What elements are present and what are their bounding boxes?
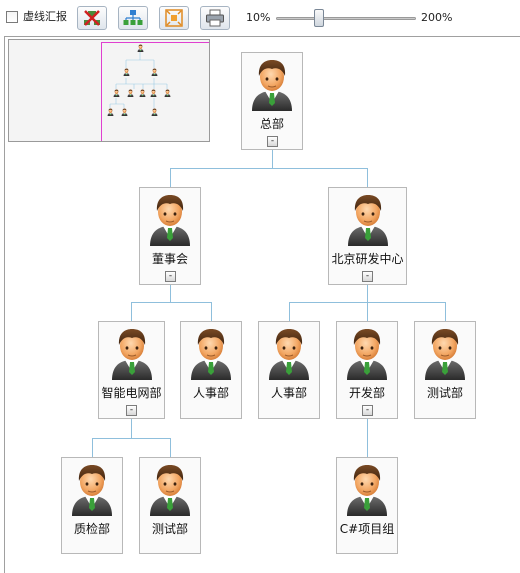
org-node-development[interactable]: 开发部 -: [336, 321, 398, 419]
node-label: C#项目组: [339, 522, 395, 536]
zoom-max-label: 200%: [421, 11, 453, 24]
node-label: 人事部: [270, 386, 307, 400]
node-label: 智能电网部: [101, 386, 162, 400]
dashed-report-label: 虚线汇报: [23, 10, 67, 23]
node-label: 质检部: [73, 522, 110, 536]
collapse-button[interactable]: -: [267, 136, 278, 147]
person-icon: [146, 192, 194, 246]
person-icon: [344, 192, 392, 246]
collapse-button[interactable]: -: [165, 271, 176, 282]
minimap-viewport[interactable]: [101, 42, 209, 141]
org-chart-icon: [123, 10, 143, 25]
zoom-slider-track[interactable]: [276, 17, 416, 20]
person-icon: [248, 57, 296, 111]
fit-screen-icon: [165, 9, 183, 27]
person-icon: [343, 462, 391, 516]
org-layout-button[interactable]: [118, 6, 148, 30]
org-node-testing-rnd[interactable]: 测试部: [414, 321, 476, 419]
node-label: 董事会: [151, 252, 188, 266]
chart-canvas[interactable]: [4, 36, 520, 573]
node-label: 人事部: [192, 386, 229, 400]
person-icon: [265, 326, 313, 380]
toolbar: 虚线汇报 10% 200%: [0, 0, 520, 36]
org-node-hr-rnd[interactable]: 人事部: [258, 321, 320, 419]
org-node-beijing-rnd[interactable]: 北京研发中心 -: [328, 187, 407, 285]
node-label: 北京研发中心: [331, 252, 404, 266]
delete-node-button[interactable]: [77, 6, 107, 30]
org-node-testing-grid[interactable]: 测试部: [139, 457, 201, 554]
person-icon: [187, 326, 235, 380]
org-node-quality-inspection[interactable]: 质检部: [61, 457, 123, 554]
node-label: 开发部: [348, 386, 385, 400]
zoom-min-label: 10%: [246, 11, 271, 24]
person-icon: [343, 326, 391, 380]
collapse-button[interactable]: -: [362, 271, 373, 282]
org-node-smart-grid[interactable]: 智能电网部 -: [98, 321, 165, 419]
print-button[interactable]: [200, 6, 230, 30]
node-label: 测试部: [151, 522, 188, 536]
org-node-headquarters[interactable]: 总部 -: [241, 52, 303, 150]
person-icon: [108, 326, 156, 380]
person-icon: [68, 462, 116, 516]
node-label: 测试部: [426, 386, 463, 400]
node-label: 总部: [259, 117, 284, 131]
org-node-board[interactable]: 董事会 -: [139, 187, 201, 285]
org-node-csharp-project[interactable]: C#项目组: [336, 457, 398, 554]
collapse-button[interactable]: -: [126, 405, 137, 416]
person-icon: [421, 326, 469, 380]
minimap[interactable]: [8, 39, 210, 142]
person-icon: [146, 462, 194, 516]
org-node-hr-board[interactable]: 人事部: [180, 321, 242, 419]
zoom-slider-thumb[interactable]: [314, 9, 325, 27]
fit-to-screen-button[interactable]: [159, 6, 189, 30]
collapse-button[interactable]: -: [362, 405, 373, 416]
minimap-preview: [107, 44, 171, 116]
printer-icon: [206, 9, 224, 27]
delete-node-icon: [84, 10, 100, 26]
dashed-report-checkbox[interactable]: [6, 11, 18, 23]
